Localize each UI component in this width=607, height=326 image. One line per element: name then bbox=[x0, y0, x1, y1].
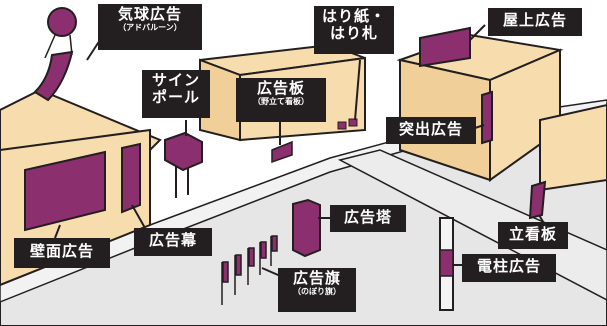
bill-paper-1 bbox=[337, 121, 347, 130]
label-sign-pole-line2: ポール bbox=[151, 88, 200, 107]
sign-pole-box bbox=[164, 131, 203, 172]
label-billboard-main: 広告板 bbox=[256, 79, 305, 97]
label-bills-line2: はり札 bbox=[329, 24, 378, 43]
label-standing-signboard-main: 立看板 bbox=[508, 225, 557, 243]
label-sign-pole-line1: サイン bbox=[151, 71, 200, 89]
label-balloon-ad-main: 気球広告 bbox=[117, 5, 182, 23]
label-rooftop-ad: 屋上広告 bbox=[488, 8, 582, 36]
flags-group bbox=[221, 235, 278, 305]
banner-ad-panel bbox=[121, 142, 141, 214]
label-wall-ad: 壁面広告 bbox=[14, 238, 110, 268]
label-protruding-ad-main: 突出広告 bbox=[398, 120, 463, 138]
label-standing-signboard: 立看板 bbox=[498, 222, 568, 249]
standing-signboard bbox=[528, 180, 547, 220]
balloon-string-1 bbox=[44, 34, 56, 59]
label-wall-ad-main: 壁面広告 bbox=[29, 242, 94, 260]
billboard-ad-panel bbox=[271, 140, 293, 164]
label-protruding-ad: 突出広告 bbox=[386, 117, 476, 144]
protruding-ad bbox=[481, 90, 493, 145]
label-flags-main: 広告旗 bbox=[292, 269, 341, 287]
label-sign-pole: サイン ポール bbox=[142, 70, 210, 118]
label-banner-ad-main: 広告幕 bbox=[148, 231, 197, 249]
label-flags: 広告旗 （のぼり旗） bbox=[278, 268, 356, 312]
label-utility-pole-ad: 電柱広告 bbox=[462, 254, 556, 282]
label-ad-tower-main: 広告塔 bbox=[343, 208, 392, 226]
label-flags-sub: （のぼり旗） bbox=[293, 287, 341, 297]
wall-ad-panel bbox=[24, 150, 106, 232]
label-billboard: 広告板 （野立て看板） bbox=[236, 78, 326, 122]
label-ad-tower: 広告塔 bbox=[330, 205, 406, 232]
label-balloon-ad: 気球広告 （アドバルーン） bbox=[98, 4, 202, 50]
label-rooftop-ad-main: 屋上広告 bbox=[502, 11, 567, 29]
utility-pole-ad bbox=[439, 249, 454, 277]
bill-paper-2 bbox=[348, 118, 358, 127]
label-bills-line1: はり紙・ bbox=[321, 7, 386, 25]
rooftop-ad bbox=[419, 26, 471, 68]
label-utility-pole-ad-main: 電柱広告 bbox=[476, 257, 541, 275]
low-building bbox=[539, 103, 607, 192]
label-billboard-sub: （野立て看板） bbox=[253, 97, 309, 107]
balloon bbox=[47, 7, 77, 37]
label-banner-ad: 広告幕 bbox=[134, 228, 212, 256]
label-bills: はり紙・ はり札 bbox=[314, 6, 394, 54]
label-balloon-ad-sub: （アドバルーン） bbox=[118, 23, 182, 33]
balloon-banner bbox=[33, 50, 74, 102]
ad-tower bbox=[292, 198, 321, 258]
